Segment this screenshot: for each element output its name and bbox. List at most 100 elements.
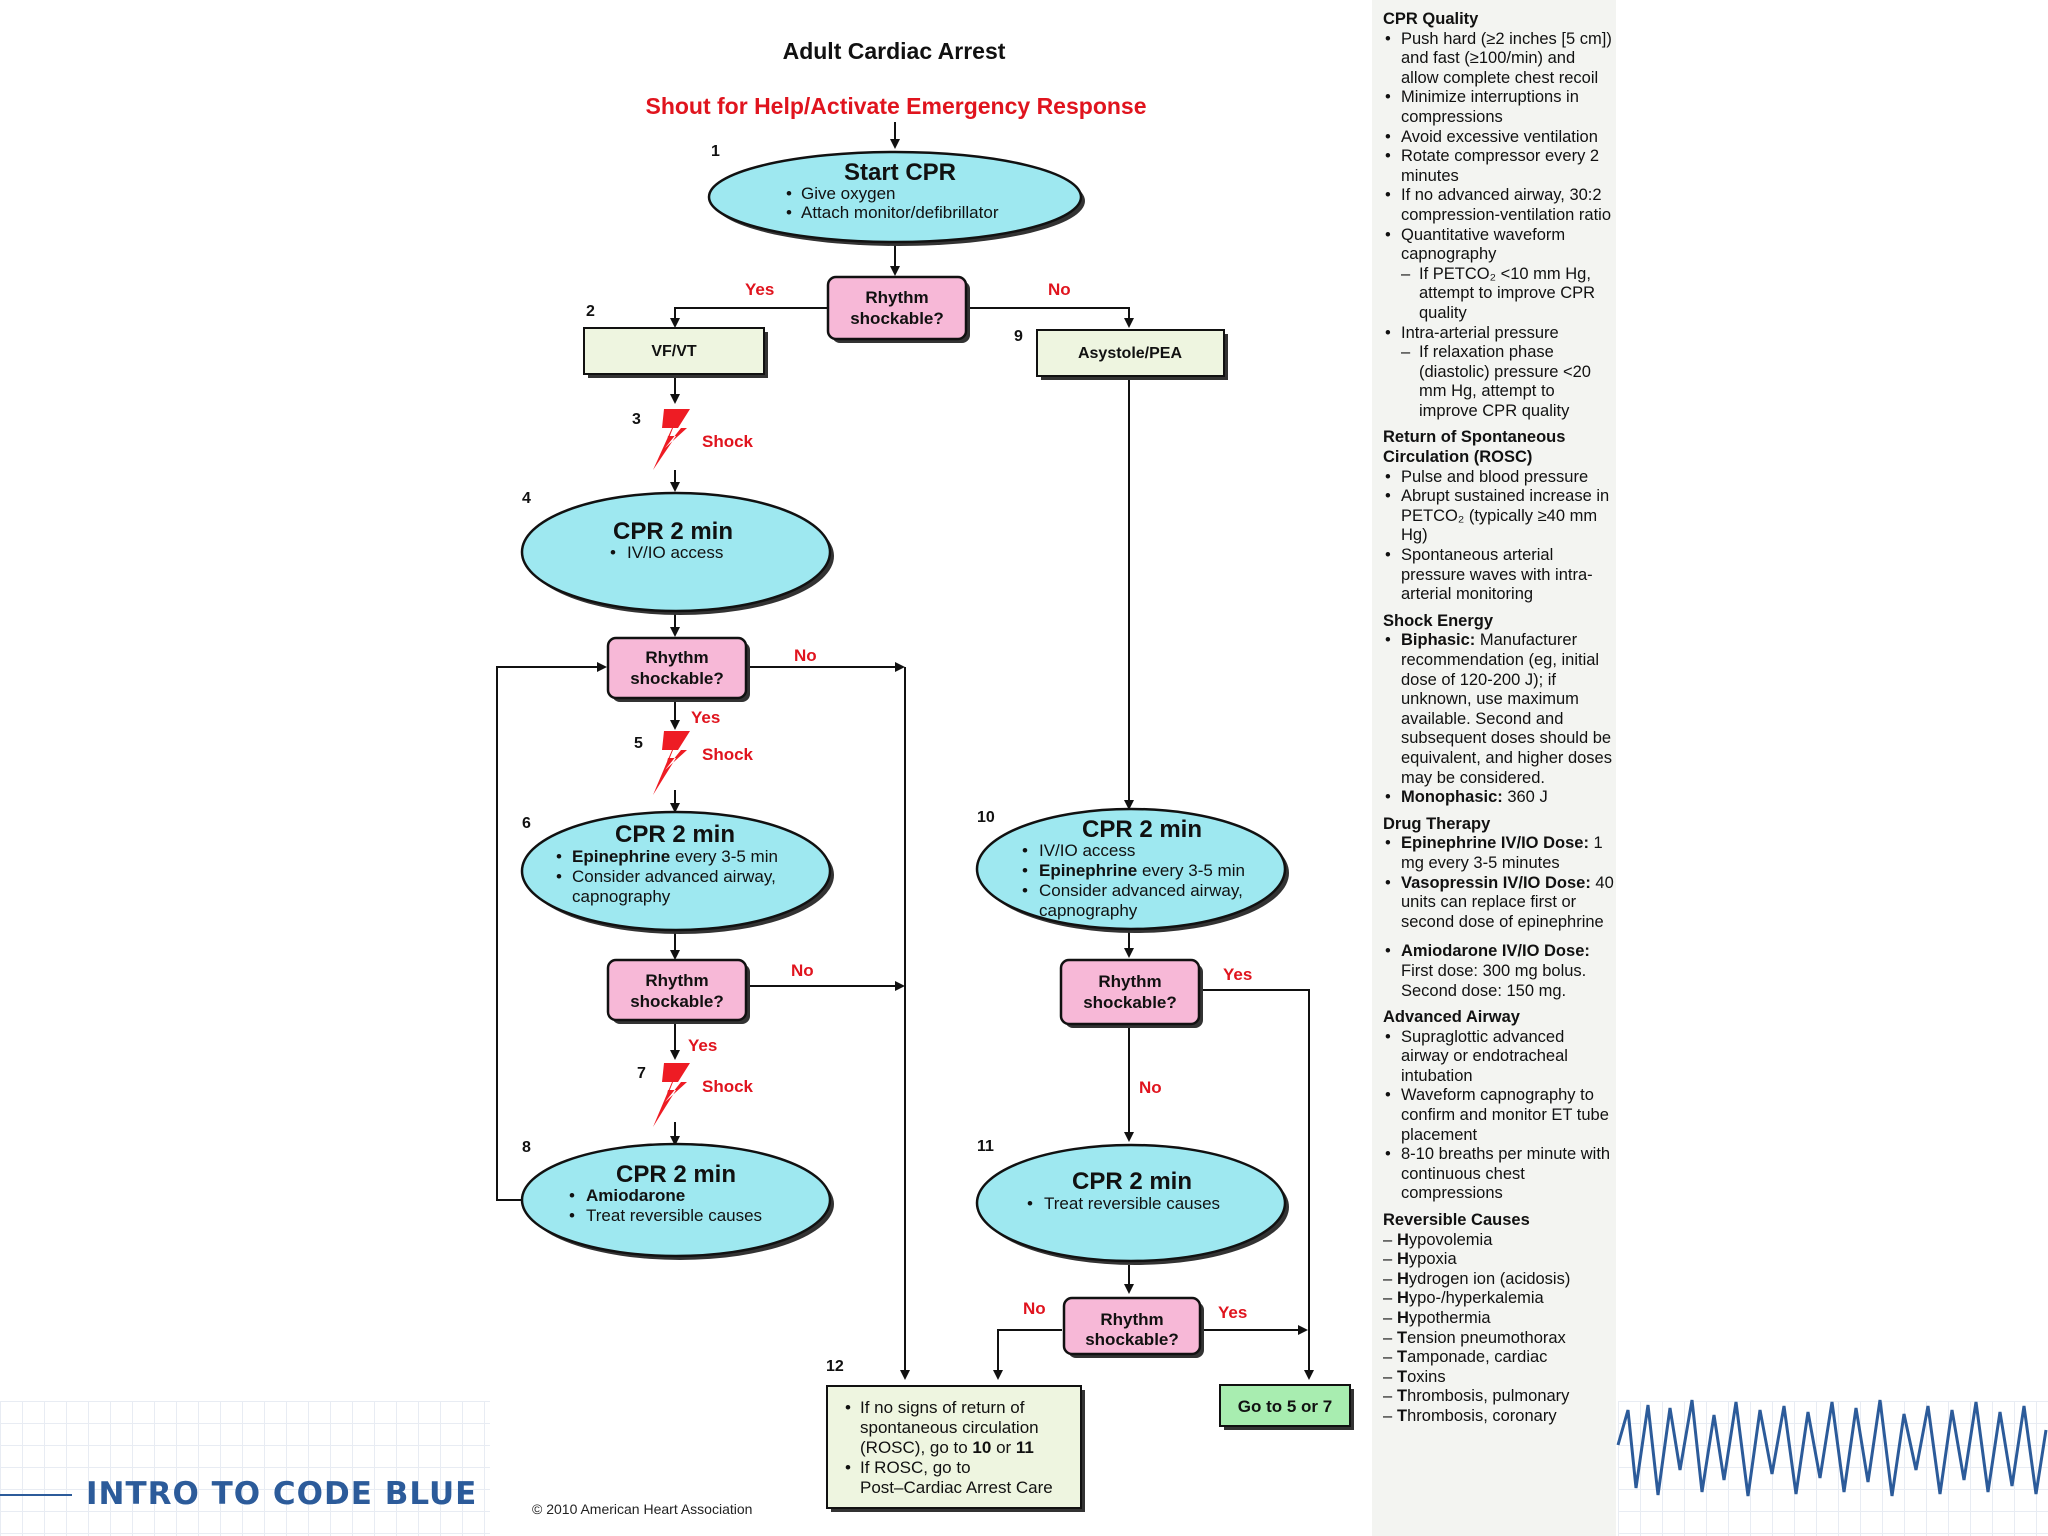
svg-text:CPR 2 min: CPR 2 min [1082,816,1202,843]
rosc-section: Return of Spontaneous Circulation (ROSC)… [1383,428,1615,604]
svg-text:IV/IO access: IV/IO access [627,543,723,562]
drug-therapy-section: Drug Therapy Epinephrine IV/IO Dose: 1 m… [1383,815,1615,1001]
svg-text:•: • [786,184,792,203]
connectors [496,122,1314,1380]
svg-text:•: • [1027,1194,1033,1213]
step-numbers: 1 2 3 4 5 6 7 8 9 10 11 12 [522,143,1023,1375]
reversible-cause-item: Thrombosis, coronary [1383,1407,1615,1427]
svg-text:•: • [845,1398,851,1417]
svg-text:Treat reversible causes: Treat reversible causes [1044,1194,1220,1213]
step-number-4: 4 [522,490,531,507]
ecg-waveform [1616,1399,2048,1497]
svg-text:•: • [556,867,562,886]
reversible-cause-item: Thrombosis, pulmonary [1383,1387,1615,1407]
svg-text:Consider advanced airway,: Consider advanced airway, [1039,881,1243,900]
label-no: No [1048,280,1071,299]
label-yes: Yes [691,708,720,727]
rhythm-check-5: Rhythm shockable? [1062,1296,1204,1358]
shock-7: Shock [653,1063,754,1127]
svg-text:Epinephrine every 3-5 min: Epinephrine every 3-5 min [572,847,778,866]
shock-3: Shock [653,409,754,470]
svg-text:•: • [569,1206,575,1225]
shock-energy-section: Shock Energy Biphasic: Manufacturer reco… [1383,612,1615,808]
svg-text:If no signs of return of: If no signs of return of [860,1398,1025,1417]
svg-text:Post–Cardiac Arrest Care: Post–Cardiac Arrest Care [860,1478,1053,1497]
svg-text:CPR 2 min: CPR 2 min [1072,1168,1192,1195]
start-cpr-step: Start CPR • Give oxygen • Attach monitor… [707,150,1085,246]
reversible-causes-list: HypovolemiaHypoxiaHydrogen ion (acidosis… [1383,1231,1615,1427]
svg-text:•: • [845,1458,851,1477]
step-number-2: 2 [586,303,595,320]
copyright-notice: © 2010 American Heart Association [532,1501,753,1517]
asystole-pea-box: Asystole/PEA [1036,329,1228,380]
reversible-cause-item: Toxins [1383,1368,1615,1388]
step-number-11: 11 [977,1138,994,1155]
reversible-causes-section: Reversible Causes HypovolemiaHypoxiaHydr… [1383,1211,1615,1427]
svg-text:Rhythm: Rhythm [865,288,928,307]
svg-text:shockable?: shockable? [1085,1330,1179,1349]
cpr-step-10: CPR 2 min • IV/IO access • Epinephrine e… [975,807,1289,933]
shock-label: Shock [702,432,754,451]
step-number-8: 8 [522,1139,531,1156]
svg-text:Rhythm: Rhythm [1098,972,1161,991]
lightning-bolt-icon [653,409,690,470]
shout-for-help: Shout for Help/Activate Emergency Respon… [645,93,1146,119]
label-no: No [791,961,814,980]
svg-text:If ROSC, go to: If ROSC, go to [860,1458,971,1477]
grid-background-left [0,1401,490,1536]
reversible-cause-item: Hypoxia [1383,1250,1615,1270]
svg-text:•: • [786,203,792,222]
rhythm-check-1: Rhythm shockable? [826,275,970,343]
svg-text:(ROSC), go to 10 or 11: (ROSC), go to 10 or 11 [860,1438,1034,1457]
step-number-1: 1 [711,143,720,160]
svg-text:•: • [1022,861,1028,880]
svg-text:Rhythm: Rhythm [645,971,708,990]
svg-text:shockable?: shockable? [630,992,724,1011]
cpr-step-6: CPR 2 min • Epinephrine every 3-5 min • … [520,810,834,934]
svg-text:IV/IO access: IV/IO access [1039,841,1135,860]
svg-text:•: • [556,847,562,866]
label-yes: Yes [745,280,774,299]
svg-text:CPR 2 min: CPR 2 min [615,821,735,848]
shock-label: Shock [702,1077,754,1096]
vfvt-box: VF/VT [583,327,768,378]
shock-label: Shock [702,745,754,764]
reversible-cause-item: Hydrogen ion (acidosis) [1383,1270,1615,1290]
label-no: No [1139,1078,1162,1097]
label-yes: Yes [688,1036,717,1055]
svg-text:Treat reversible causes: Treat reversible causes [586,1206,762,1225]
asystole-pea-label: Asystole/PEA [1078,345,1182,362]
reversible-cause-item: Tension pneumothorax [1383,1329,1615,1349]
reversible-cause-item: Hypo-/hyperkalemia [1383,1289,1615,1309]
shock-5: Shock [653,731,754,795]
label-yes: Yes [1218,1303,1247,1322]
rosc-box-12: • If no signs of return of spontaneous c… [826,1385,1085,1512]
advanced-airway-section: Advanced Airway Supraglottic advanced ai… [1383,1008,1615,1204]
svg-text:•: • [569,1186,575,1205]
rhythm-check-4: Rhythm shockable? [1059,958,1203,1028]
svg-text:shockable?: shockable? [850,309,944,328]
svg-text:capnography: capnography [1039,901,1138,920]
step-number-10: 10 [977,809,995,826]
step-number-9: 9 [1014,328,1023,345]
footer-title: INTRO TO CODE BLUE [86,1476,478,1512]
cpr-quality-section: CPR Quality Push hard (≥2 inches [5 cm])… [1383,10,1615,421]
svg-text:•: • [1022,841,1028,860]
goto-box: Go to 5 or 7 [1219,1384,1354,1430]
svg-text:•: • [610,543,616,562]
step-number-3: 3 [632,411,641,428]
svg-text:CPR 2 min: CPR 2 min [616,1161,736,1188]
rhythm-check-2: Rhythm shockable? [606,636,750,702]
reversible-cause-item: Tamponade, cardiac [1383,1348,1615,1368]
start-cpr-heading: Start CPR [844,159,956,186]
step-number-7: 7 [637,1065,646,1082]
goto-label: Go to 5 or 7 [1238,1397,1332,1416]
step-number-5: 5 [634,735,643,752]
footer-divider [0,1494,72,1496]
rhythm-check-3: Rhythm shockable? [606,958,750,1024]
reversible-cause-item: Hypovolemia [1383,1231,1615,1251]
svg-text:Rhythm: Rhythm [645,648,708,667]
diagram-title: Adult Cardiac Arrest [783,38,1006,64]
svg-text:spontaneous circulation: spontaneous circulation [860,1418,1039,1437]
